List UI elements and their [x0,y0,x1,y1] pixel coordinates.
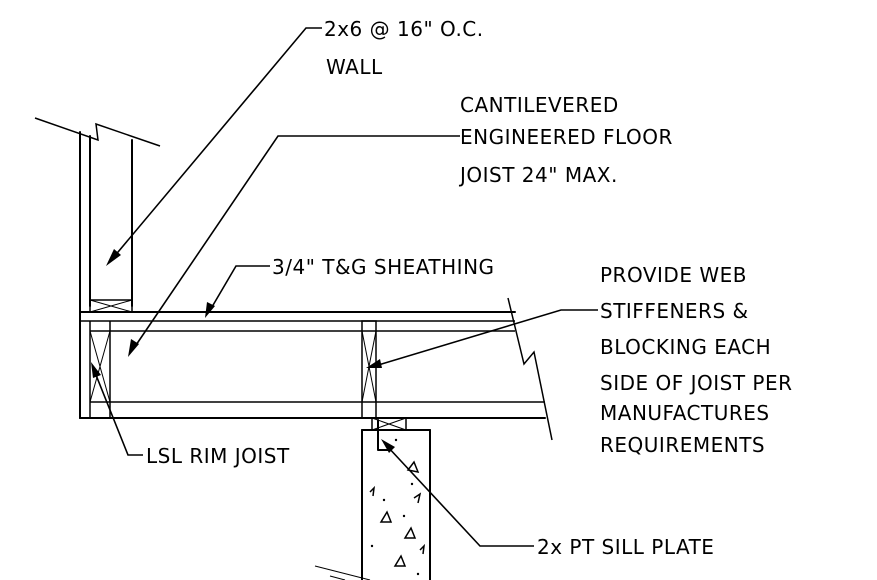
anchor-bolt [377,419,389,451]
labels: 2x6 @ 16" O.C. WALL CANTILEVERED ENGINEE… [146,17,793,559]
wall-break-line [34,117,161,147]
stiffeners-label-line5: MANUFACTURES [600,401,770,425]
web-stiffener [361,320,377,419]
stiffeners-label-line3: BLOCKING EACH [600,335,771,359]
joist-label-line3: JOIST 24" MAX. [458,163,618,187]
sheathing-label: 3/4" T&G SHEATHING [272,255,495,279]
joist-label-line1: CANTILEVERED [460,93,619,117]
stiffeners-label-line4: SIDE OF JOIST PER [600,371,793,395]
floor-break-line [507,297,553,441]
stiffeners-label-line1: PROVIDE WEB [600,263,747,287]
stiffeners-label-line6: REQUIREMENTS [600,433,765,457]
leaders [91,27,598,547]
rim-joist-label: LSL RIM JOIST [146,444,290,468]
joist-label-line2: ENGINEERED FLOOR [460,125,673,149]
floor-system [79,297,553,441]
stiffeners-label-line2: STIFFENERS & [600,299,749,323]
sill-plate-label: 2x PT SILL PLATE [537,535,714,559]
wall-label-line1: 2x6 @ 16" O.C. [324,17,484,41]
wall-label-line2: WALL [326,55,383,79]
foundation [314,417,431,580]
